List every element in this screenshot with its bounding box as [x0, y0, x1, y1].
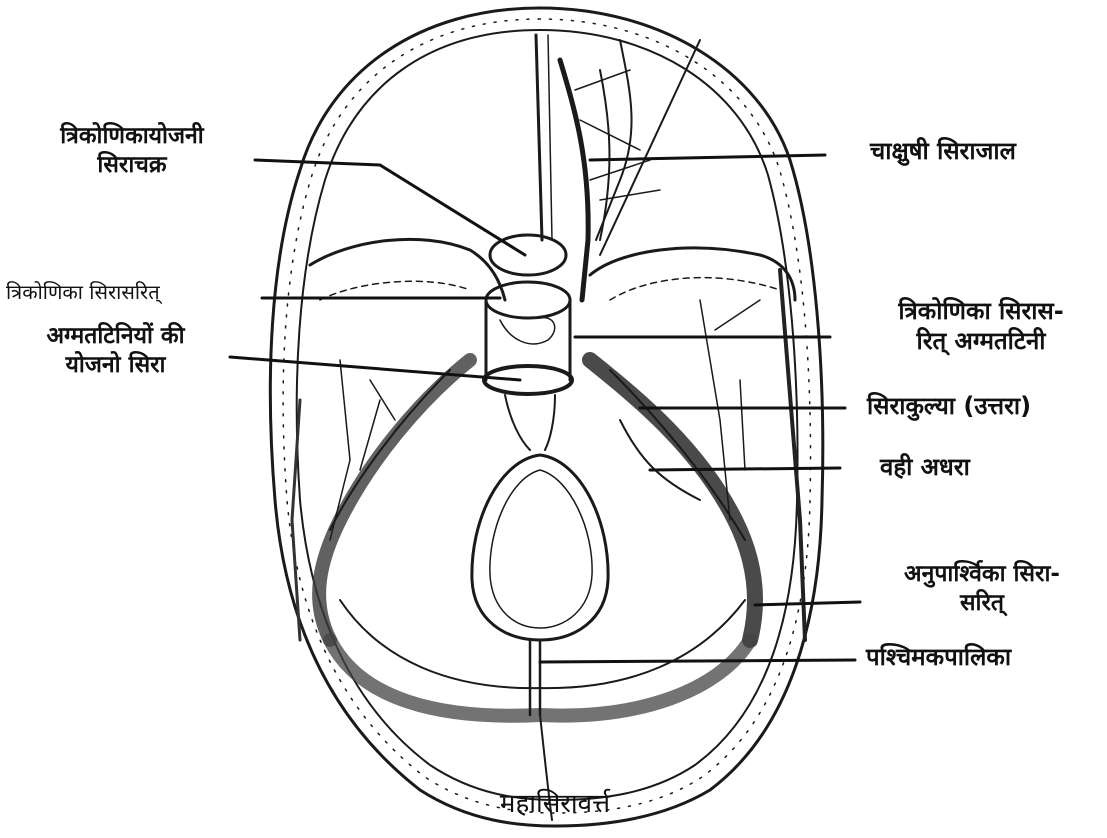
label-ophthalmic-plexus: चाक्षुषी सिराजाल — [870, 136, 1016, 166]
label-line: सिराकुल्या (उत्तरा) — [867, 392, 1031, 420]
label-cavernous-sinus: त्रिकोणिका सिरास- रित् अग्मतटिनी — [856, 296, 1106, 356]
leader-right-4 — [650, 468, 840, 470]
label-line: त्रिकोणिका सिरास- — [856, 296, 1106, 326]
label-inferior-petrosal: वही अधरा — [880, 452, 970, 482]
leader-right-6 — [540, 660, 855, 662]
label-line: रित् अग्मतटिनी — [856, 326, 1106, 356]
label-line: योजनो सिरा — [8, 351, 223, 380]
label-line: त्रिकोणिका सिरासरित् — [6, 280, 160, 304]
label-line: वही अधरा — [880, 453, 970, 481]
caption-text: महासिरावर्त्त — [500, 789, 610, 819]
label-trigeminal-junction-plexus: त्रिकोणिकायोजनी सिराचक्र — [14, 122, 250, 180]
leader-right-5 — [755, 602, 860, 605]
label-line: त्रिकोणिकायोजनी — [14, 122, 250, 151]
label-line: सिराचक्र — [14, 151, 250, 180]
label-intercavernous-vein: अग्मतटिनियों की योजनो सिरा — [8, 322, 223, 380]
label-occipital: पश्चिमकपालिका — [866, 642, 1011, 672]
label-superior-petrosal: सिराकुल्या (उत्तरा) — [867, 391, 1031, 421]
label-line: चाक्षुषी सिराजाल — [870, 137, 1016, 165]
label-lateral-sinus: अनुपार्श्विका सिरा- सरित् — [862, 560, 1102, 618]
label-line: अग्मतटिनियों की — [8, 322, 223, 351]
label-line: सरित् — [862, 589, 1102, 618]
label-line: पश्चिमकपालिका — [866, 643, 1011, 671]
figure-caption: महासिरावर्त्त — [440, 788, 670, 821]
skull-outer-outline — [270, 8, 822, 826]
label-line: अनुपार्श्विका सिरा- — [862, 560, 1102, 589]
label-trigeminal-sinus: त्रिकोणिका सिरासरित् — [6, 280, 160, 305]
